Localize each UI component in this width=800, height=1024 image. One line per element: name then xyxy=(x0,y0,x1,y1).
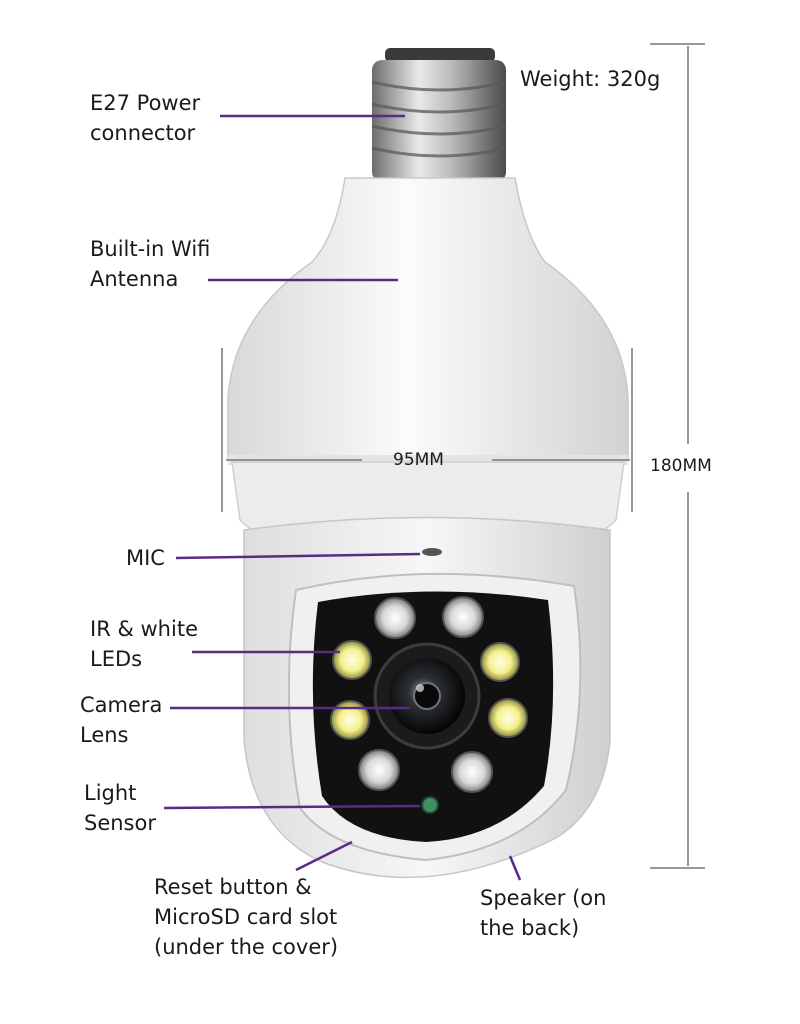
speaker-label: Speaker (on the back) xyxy=(480,883,606,943)
leader-sensor xyxy=(163,804,421,810)
light-sensor xyxy=(421,796,439,814)
lens-label-line2: Lens xyxy=(80,723,129,747)
lens-label-line1: Camera xyxy=(80,693,163,717)
weight-label: Weight: 320g xyxy=(520,67,661,91)
e27-screw-base xyxy=(371,48,507,182)
wifi-label-line2: Antenna xyxy=(90,267,179,291)
dome-housing xyxy=(227,177,629,459)
led-mid-right-lower xyxy=(488,698,528,738)
power-label-line2: connector xyxy=(90,121,196,145)
mic-label: MIC xyxy=(126,546,165,570)
light-sensor-label: Light Sensor xyxy=(84,778,156,838)
speaker-label-line2: the back) xyxy=(480,916,580,940)
reset-label-line3: (under the cover) xyxy=(154,935,339,959)
camera-lens-label: Camera Lens xyxy=(80,690,162,750)
led-mid-right-upper xyxy=(480,642,520,682)
leader-mic xyxy=(175,552,421,560)
reset-label-line2: MicroSD card slot xyxy=(154,905,338,929)
width-dimension-label: 95MM xyxy=(393,450,444,470)
led-top-left xyxy=(374,597,416,639)
wifi-antenna-label: Built-in Wifi Antenna xyxy=(90,234,210,294)
leader-lines xyxy=(163,114,522,881)
power-connector-label: E27 Power connector xyxy=(90,88,200,148)
mic-hole xyxy=(422,548,442,556)
reset-label-line1: Reset button & xyxy=(154,875,312,899)
led-mid-left-upper xyxy=(332,640,372,680)
height-dimension-label: 180MM xyxy=(650,456,712,476)
leds-label-line2: LEDs xyxy=(90,647,143,671)
dome-band xyxy=(228,455,628,465)
led-mid-left-lower xyxy=(330,700,370,740)
wifi-label-line1: Built-in Wifi xyxy=(90,237,211,261)
speaker-label-line1: Speaker (on xyxy=(480,886,607,910)
led-bottom-left xyxy=(358,749,400,791)
leader-speaker xyxy=(508,855,522,881)
leader-reset xyxy=(295,840,353,872)
leds-label-line1: IR & white xyxy=(90,617,198,641)
reset-button-label: Reset button & MicroSD card slot (under … xyxy=(154,872,338,962)
sensor-label-line2: Sensor xyxy=(84,811,156,835)
led-top-right xyxy=(442,596,484,638)
sensor-label-line1: Light xyxy=(84,781,137,805)
camera-lens xyxy=(373,642,481,750)
led-ring xyxy=(330,596,528,793)
power-label-line1: E27 Power xyxy=(90,91,201,115)
dimension-lines xyxy=(221,43,705,869)
led-bottom-right xyxy=(451,751,493,793)
leds-label: IR & white LEDs xyxy=(90,614,198,674)
